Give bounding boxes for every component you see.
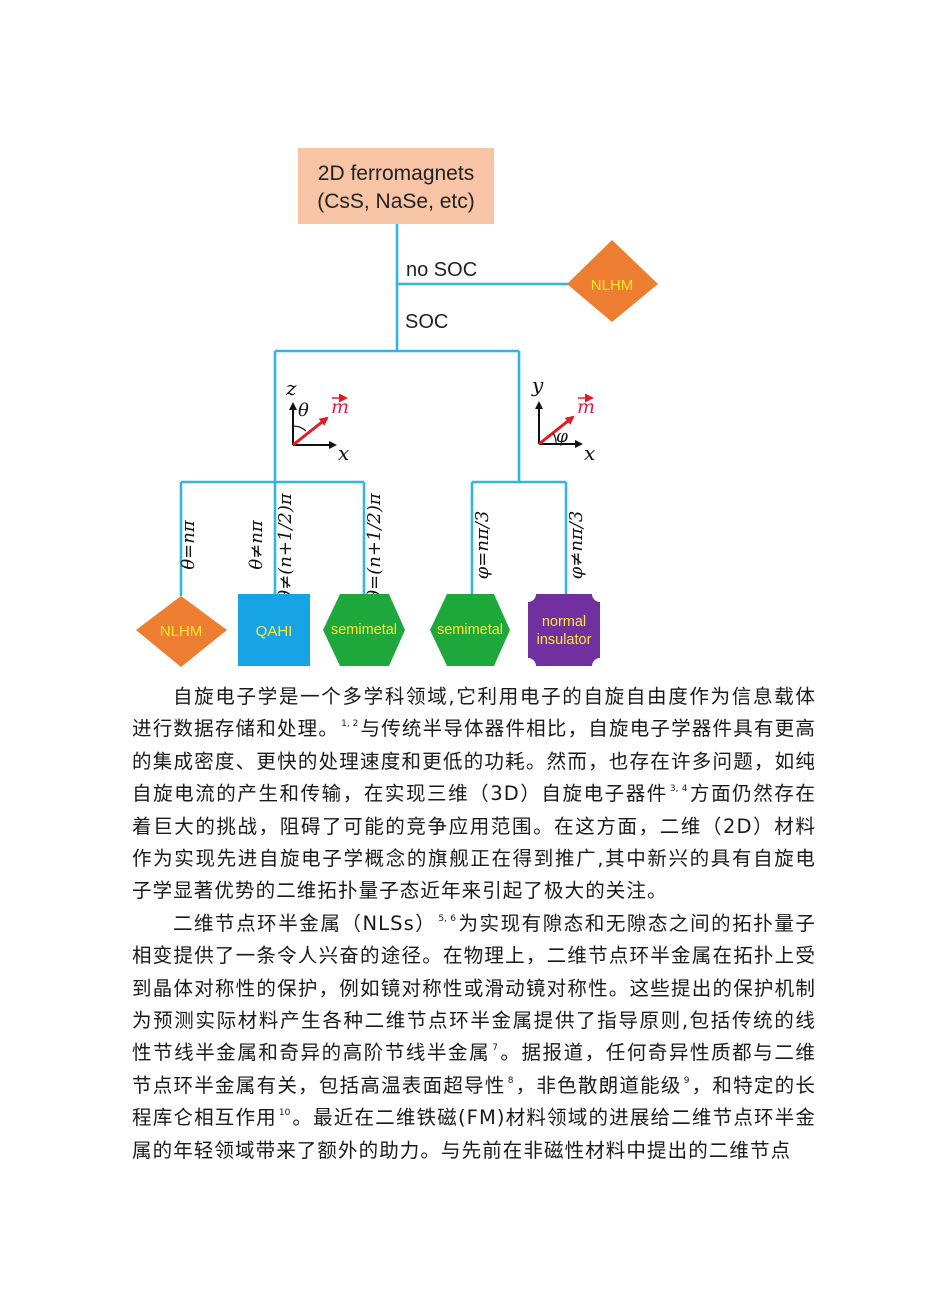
leaf-label: semimetal bbox=[437, 622, 503, 638]
axis-label-z: z bbox=[285, 376, 297, 400]
leaf-label-line1: normal bbox=[542, 614, 586, 630]
text-run: 。最近在二维铁磁(FM)材料领域的进展给二维节点环半金属的年轻领域带来了额外的助… bbox=[132, 1106, 816, 1162]
condition-theta-neq-npi: θ≠nπ bbox=[246, 519, 267, 570]
text-run: 二维节点环半金属（NLSs） bbox=[172, 911, 437, 935]
text-run: 为实现有隙态和无隙态之间的拓扑量子相变提供了一条令人兴奋的途径。在物理上，二维节… bbox=[132, 911, 817, 1065]
axis-label-x: x bbox=[338, 441, 349, 465]
connector-lines bbox=[179, 224, 575, 596]
vector-label-m: m bbox=[331, 396, 349, 418]
citation-ref: 8 bbox=[507, 1075, 514, 1086]
topology-classification-diagram: 2D ferromagnets (CsS, NaSe, etc) no SOC … bbox=[136, 148, 658, 667]
citation-ref: 3, 4 bbox=[669, 784, 688, 795]
leaf-normal-insulator: normal insulator bbox=[528, 594, 600, 666]
leaf-label: NLHM bbox=[160, 623, 203, 640]
axis-label-y: y bbox=[531, 373, 544, 397]
root-title: 2D ferromagnets bbox=[318, 162, 474, 185]
text-run: ，非色散朗道能级 bbox=[515, 1073, 682, 1097]
leaf-semimetal-theta: semimetal bbox=[323, 594, 405, 666]
leaf-semimetal-phi: semimetal bbox=[430, 594, 510, 666]
root-examples: (CsS, NaSe, etc) bbox=[317, 190, 475, 213]
leaf-qahi: QAHI bbox=[238, 594, 310, 666]
angle-label-theta: θ bbox=[298, 400, 309, 421]
vector-label-m-right: m bbox=[577, 396, 595, 418]
paragraph: 自旋电子学是一个多学科领域,它利用电子的自旋自由度作为信息载体进行数据存储和处理… bbox=[132, 681, 816, 908]
citation-ref: 7 bbox=[492, 1043, 498, 1054]
angle-label-phi: φ bbox=[556, 427, 568, 447]
root-node-2d-ferromagnets: 2D ferromagnets (CsS, NaSe, etc) bbox=[298, 148, 494, 224]
axes-icon-phi: y x φ m bbox=[531, 373, 595, 465]
leaf-label: NLHM bbox=[591, 277, 634, 294]
text-run: 自旋电子学是一个多学科领域,它利用电子的自旋自由度作为信息载体进行数据存储和处理… bbox=[132, 685, 816, 741]
leaf-label: semimetal bbox=[331, 622, 397, 638]
leaf-label: QAHI bbox=[256, 623, 293, 640]
condition-theta-eq-half-pi: θ=(n+1/2)π bbox=[364, 492, 385, 601]
text-run: 方面仍然存在着巨大的挑战，阻碍了可能的竞争应用范围。在这方面，二维（2D）材料作… bbox=[132, 782, 816, 903]
axis-label-x-right: x bbox=[584, 441, 595, 465]
text-run: 与传统半导体器件相比，自旋电子学器件具有更高的集成密度、更快的处理速度和更低的功… bbox=[132, 717, 816, 806]
leaf-label-line2: insulator bbox=[537, 632, 592, 648]
text-run: 。据报道，任何奇异性质都与二维节点环半金属有关，包括高温表面超导性 bbox=[132, 1041, 816, 1097]
condition-theta-eq-npi: θ=nπ bbox=[178, 519, 199, 570]
axes-icon-theta: z x θ m bbox=[285, 376, 349, 465]
condition-theta-neq-half-pi: θ≠(n+1/2)π bbox=[275, 492, 296, 601]
document-body: 自旋电子学是一个多学科领域,它利用电子的自旋自由度作为信息载体进行数据存储和处理… bbox=[132, 681, 816, 1167]
citation-ref: 5, 6 bbox=[438, 913, 457, 924]
leaf-nlhm-no-soc: NLHM bbox=[567, 240, 658, 322]
text-run: ，和特定的长程库仑相互作用 bbox=[132, 1073, 816, 1130]
leaf-nlhm: NLHM bbox=[136, 596, 227, 667]
branch-label-soc: SOC bbox=[405, 311, 448, 333]
condition-phi-neq: φ≠nπ/3 bbox=[566, 511, 587, 580]
citation-ref: 1, 2 bbox=[341, 719, 359, 730]
citation-ref: 9 bbox=[683, 1075, 690, 1086]
condition-phi-eq: φ=nπ/3 bbox=[472, 511, 493, 580]
branch-label-no-soc: no SOC bbox=[406, 259, 477, 281]
citation-ref: 10 bbox=[278, 1108, 291, 1119]
